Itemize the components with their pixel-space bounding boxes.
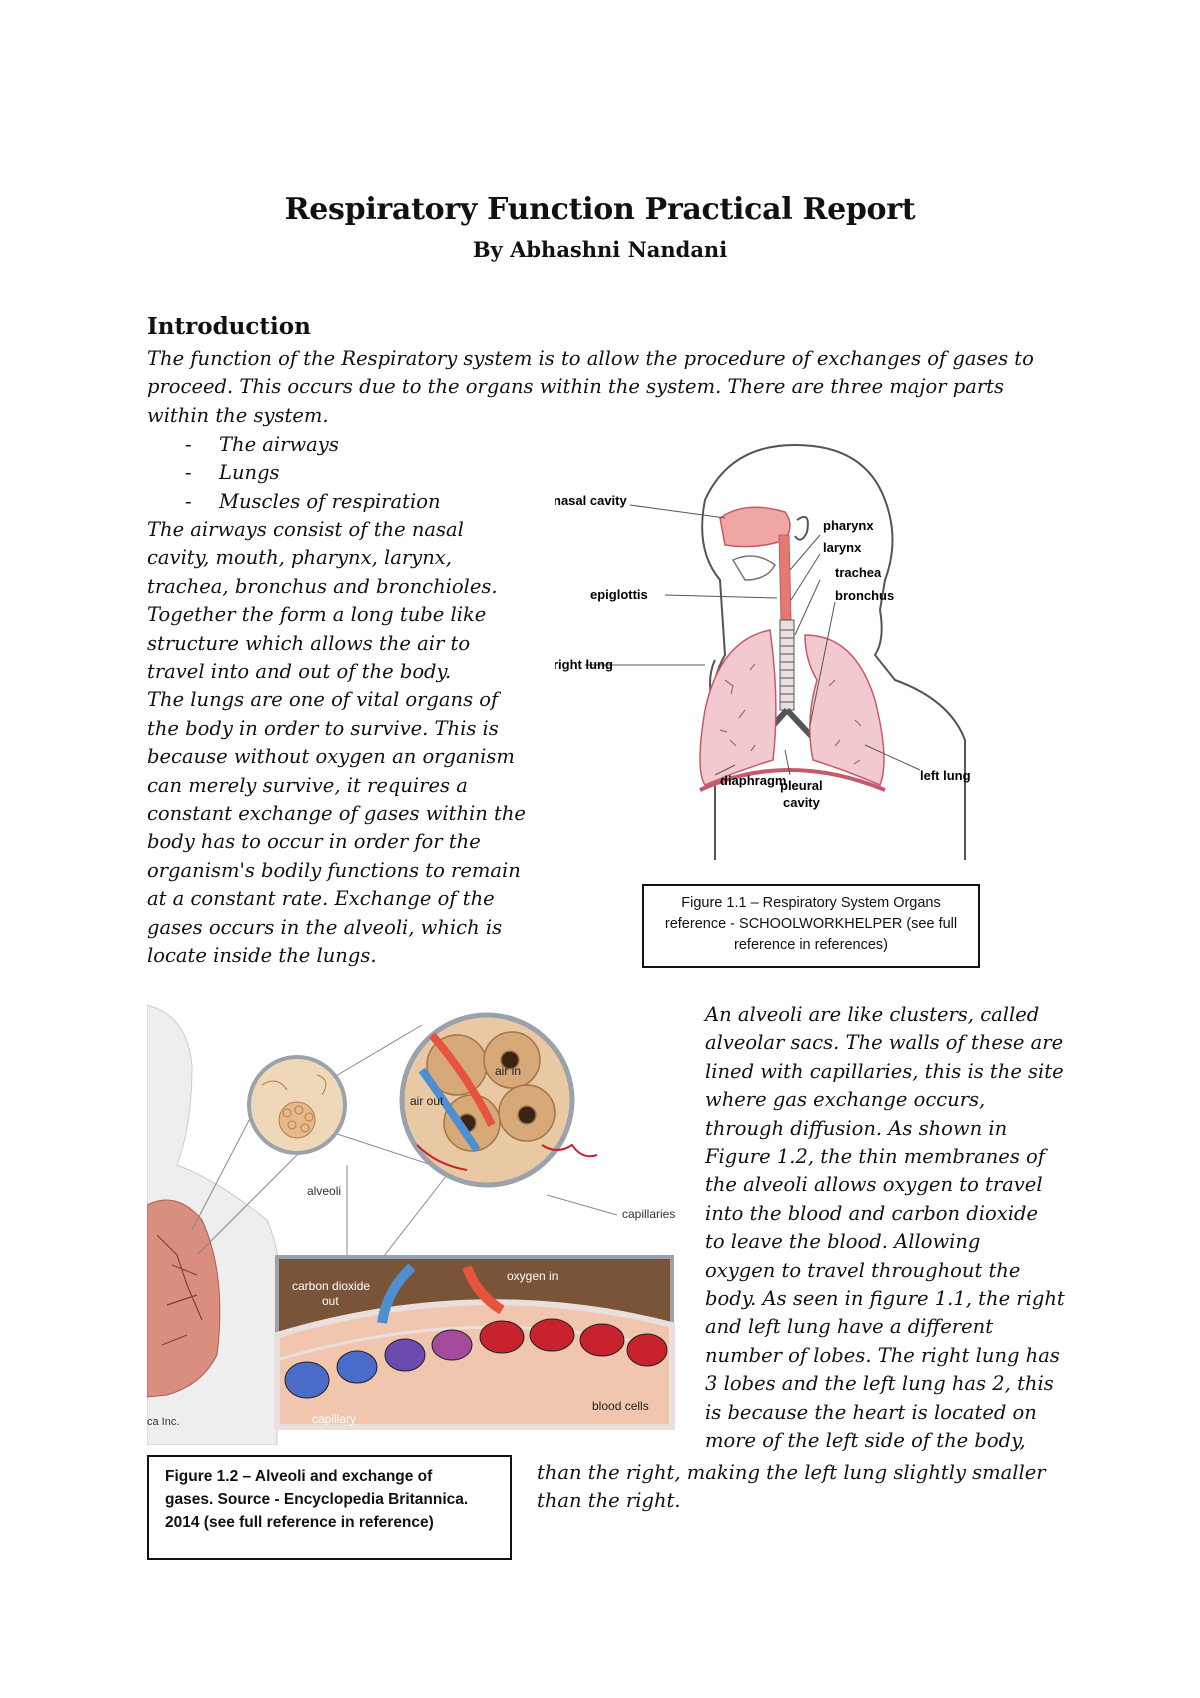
page-title: Respiratory Function Practical Report bbox=[284, 192, 916, 227]
label-diaphragm: diaphragm bbox=[720, 773, 786, 788]
intro-paragraph: The function of the Respiratory system i… bbox=[147, 347, 1034, 427]
label-nasal-cavity: nasal cavity bbox=[555, 493, 627, 508]
label-cavity: cavity bbox=[783, 795, 821, 810]
list-dash: - bbox=[185, 433, 192, 456]
text-line: the body in order to survive. This is bbox=[147, 716, 499, 740]
label-pleural: pleural bbox=[780, 778, 823, 793]
right-lung bbox=[699, 629, 777, 786]
text-line: Together the form a long tube like bbox=[147, 603, 487, 627]
text-line: cavity, mouth, pharynx, larynx, bbox=[147, 546, 452, 570]
text-line: can merely survive, it requires a bbox=[147, 773, 468, 797]
text-line: and left lung have a different bbox=[705, 1315, 994, 1339]
respiratory-system-figure: nasal cavity pharynx larynx trachea bron… bbox=[555, 440, 1035, 880]
text-line: into the blood and carbon dioxide bbox=[705, 1201, 1039, 1225]
caption-line: reference in references) bbox=[734, 937, 888, 953]
list-dash: - bbox=[185, 461, 192, 485]
label-pharynx: pharynx bbox=[823, 518, 874, 533]
label-out: out bbox=[322, 1294, 339, 1308]
figure-1-caption: Figure 1.1 – Respiratory System Organs r… bbox=[642, 884, 980, 968]
mouth bbox=[731, 555, 776, 581]
left-lung bbox=[804, 634, 885, 786]
text-line: lined with capillaries, this is the site bbox=[705, 1059, 1064, 1083]
label-trachea: trachea bbox=[835, 565, 882, 580]
text-line: at a constant rate. Exchange of the bbox=[147, 887, 495, 911]
air-in-arrow bbox=[428, 1032, 496, 1127]
label-left-lung: left lung bbox=[920, 768, 971, 783]
diaphragm bbox=[699, 768, 886, 792]
list-item-text: The airways bbox=[219, 433, 339, 456]
label-right-lung: right lung bbox=[555, 657, 613, 672]
oxygen-in-arrow bbox=[462, 1265, 505, 1315]
label-blood-cells: blood cells bbox=[592, 1399, 649, 1413]
list-dash: - bbox=[185, 489, 192, 513]
image-credit: ca Inc. bbox=[147, 1416, 179, 1428]
caption-line: gases. Source - Encyclopedia Britannica. bbox=[165, 1491, 469, 1508]
text-line: trachea, bronchus and bronchioles. bbox=[147, 574, 498, 598]
text-line: more of the left side of the body, bbox=[705, 1429, 1026, 1453]
text-line: 3 lobes and the left lung has 2, this bbox=[705, 1372, 1054, 1396]
label-capillary: capillary bbox=[312, 1412, 356, 1426]
text-line: The lungs are one of vital organs of bbox=[147, 688, 499, 712]
text-line: An alveoli are like clusters, called bbox=[705, 1003, 1040, 1026]
text-line: structure which allows the air to bbox=[147, 631, 471, 655]
text-line: Figure 1.2, the thin membranes of bbox=[705, 1145, 1046, 1169]
lung bbox=[147, 1199, 221, 1398]
list-item-text: Muscles of respiration bbox=[219, 489, 441, 513]
alveoli-illustration: air in air out alveoli capillaries carbo… bbox=[147, 1005, 692, 1445]
label-carbon-dioxide: carbon dioxide bbox=[292, 1279, 370, 1293]
nasal-cavity bbox=[719, 506, 791, 548]
label-alveoli: alveoli bbox=[307, 1184, 341, 1198]
figure-2-caption: Figure 1.2 – Alveoli and exchange of gas… bbox=[147, 1455, 512, 1560]
caption-line: 2014 (see full reference in reference) bbox=[165, 1514, 434, 1531]
label-oxygen-in: oxygen in bbox=[507, 1269, 558, 1283]
pharynx bbox=[778, 534, 792, 621]
alveoli-figure: air in air out alveoli capillaries carbo… bbox=[147, 1005, 692, 1445]
text-line: The airways consist of the nasal bbox=[147, 518, 464, 541]
air-out-arrow bbox=[418, 1067, 481, 1153]
list-item: - The airways bbox=[147, 431, 441, 459]
label-bronchus: bronchus bbox=[835, 588, 894, 603]
trachea bbox=[779, 619, 795, 711]
text-line: than the right, making the left lung sli… bbox=[537, 1461, 1046, 1484]
text-line: organism's bodily functions to remain bbox=[147, 858, 521, 882]
text-line: where gas exchange occurs, bbox=[705, 1088, 986, 1112]
label-air-in: air in bbox=[495, 1064, 521, 1078]
text-line: body. As seen in figure 1.1, the right bbox=[705, 1287, 1065, 1311]
text-line: body has to occur in order for the bbox=[147, 830, 481, 854]
author-line: By Abhashni Nandani bbox=[472, 237, 728, 262]
text-line: gases occurs in the alveoli, which is bbox=[147, 915, 503, 939]
section-heading: Introduction bbox=[147, 313, 311, 340]
alveoli-paragraph-continued: than the right, making the left lung sli… bbox=[537, 1459, 1077, 1516]
label-epiglottis: epiglottis bbox=[590, 587, 648, 602]
text-line: alveolar sacs. The walls of these are bbox=[705, 1031, 1064, 1055]
text-line: the alveoli allows oxygen to travel bbox=[705, 1173, 1043, 1197]
caption-line: Figure 1.2 – Alveoli and exchange of bbox=[165, 1468, 433, 1485]
list-item-text: Lungs bbox=[219, 461, 280, 485]
text-line: is because the heart is located on bbox=[705, 1400, 1037, 1424]
caption-line: Figure 1.1 – Respiratory System Organs bbox=[681, 895, 941, 911]
parts-list: - The airways - Lungs - Muscles of respirat… bbox=[147, 431, 441, 516]
body-outline bbox=[701, 443, 966, 860]
alveoli-paragraph: An alveoli are like clusters, called alv… bbox=[705, 1001, 1075, 1456]
airways-lungs-paragraph: The airways consist of the nasal cavity,… bbox=[147, 516, 542, 971]
text-line: travel into and out of the body. bbox=[147, 660, 452, 684]
caption-line: reference - SCHOOLWORKHELPER (see full bbox=[664, 916, 958, 932]
list-item: - Muscles of respiration bbox=[147, 488, 441, 516]
text-line: because without oxygen an organism bbox=[147, 745, 515, 769]
co2-out-arrow bbox=[377, 1263, 416, 1324]
ear-outline bbox=[794, 516, 809, 541]
text-line: locate inside the lungs. bbox=[147, 944, 377, 968]
list-item: - Lungs bbox=[147, 459, 441, 487]
text-line: oxygen to travel throughout the bbox=[705, 1258, 1021, 1282]
text-line: to leave the blood. Allowing bbox=[705, 1230, 981, 1254]
respiratory-system-diagram: nasal cavity pharynx larynx trachea bron… bbox=[555, 443, 971, 860]
text-line: constant exchange of gases within the bbox=[147, 802, 526, 826]
text-line: through diffusion. As shown in bbox=[705, 1116, 1008, 1140]
label-air-out: air out bbox=[410, 1094, 444, 1108]
text-line: number of lobes. The right lung has bbox=[705, 1343, 1060, 1367]
label-capillaries: capillaries bbox=[622, 1207, 675, 1221]
text-line: than the right. bbox=[537, 1489, 681, 1513]
label-larynx: larynx bbox=[823, 540, 862, 555]
